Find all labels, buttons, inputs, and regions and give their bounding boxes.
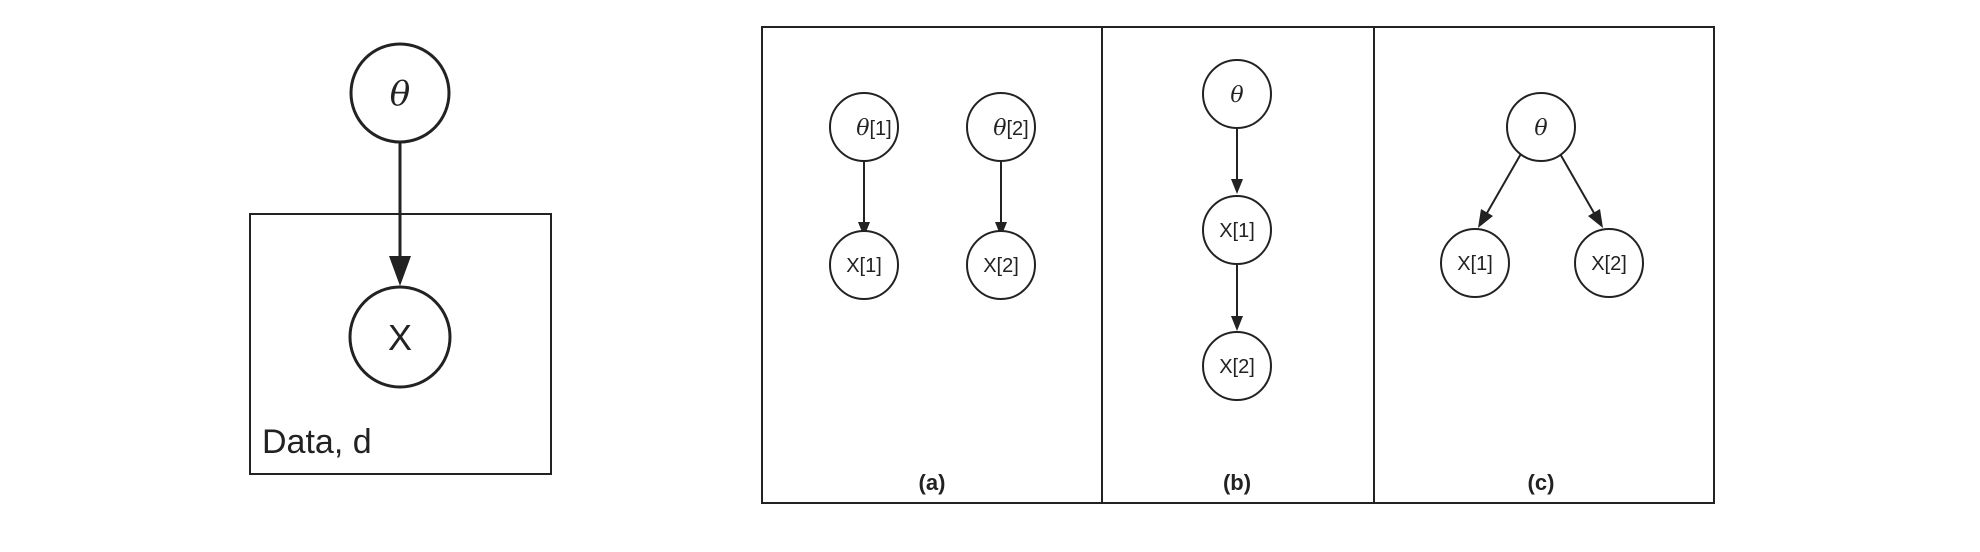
svg-text:θ[2]: θ[2] — [993, 116, 1029, 141]
node-theta: θ — [1202, 59, 1272, 129]
plate-diagram: θ X Data, d — [249, 42, 552, 475]
node-theta-label: θ — [1230, 83, 1243, 108]
node-x2-label: X[2] — [1591, 253, 1627, 275]
panel-a-caption: (a) — [919, 470, 946, 495]
edge-theta1-to-x1 — [858, 161, 870, 237]
node-x2: X[2] — [966, 230, 1036, 300]
edge-theta-to-x — [389, 143, 411, 286]
edge-theta-to-x1 — [1478, 151, 1523, 228]
edge-theta-to-x1 — [1231, 128, 1243, 194]
panel-a: θ[1] X[1] θ[2] X[2] (a) — [829, 92, 1036, 495]
node-x1: X[1] — [1440, 228, 1510, 298]
node-theta: θ — [349, 42, 451, 144]
node-x2: X[2] — [1574, 228, 1644, 298]
edge-theta2-to-x2 — [995, 161, 1007, 237]
node-x2-label: X[2] — [1219, 356, 1255, 378]
node-x2: X[2] — [1202, 331, 1272, 401]
node-theta-label: θ — [1534, 116, 1547, 141]
node-theta1-index: [1] — [870, 118, 892, 140]
node-theta1-symbol: θ — [856, 116, 869, 141]
node-theta1: θ[1] — [829, 92, 899, 162]
edge-theta-to-x2 — [1558, 151, 1603, 228]
node-x1-label: X[1] — [1219, 220, 1255, 242]
panel-c: θ X[1] X[2] (c) — [1440, 92, 1644, 495]
panel-group — [761, 26, 1715, 504]
svg-text:θ[1]: θ[1] — [856, 116, 892, 141]
node-theta-label: θ — [390, 74, 410, 114]
edge-x1-to-x2 — [1231, 264, 1243, 331]
panel-b-caption: (b) — [1223, 470, 1251, 495]
node-theta: θ — [1506, 92, 1576, 162]
node-x1-label: X[1] — [846, 255, 882, 277]
panel-c-caption: (c) — [1528, 470, 1555, 495]
panel-b: θ X[1] X[2] (b) — [1202, 59, 1272, 495]
node-x2-label: X[2] — [983, 255, 1019, 277]
node-x1-label: X[1] — [1457, 253, 1493, 275]
panel-group-frame — [761, 26, 1715, 504]
node-theta2-index: [2] — [1007, 118, 1029, 140]
node-x: X — [348, 285, 452, 389]
node-x-label: X — [388, 317, 412, 358]
node-theta2-symbol: θ — [993, 116, 1006, 141]
node-theta2: θ[2] — [966, 92, 1036, 162]
plate-label: Data, d — [262, 423, 372, 461]
node-x1: X[1] — [1202, 195, 1272, 265]
node-x1: X[1] — [829, 230, 899, 300]
